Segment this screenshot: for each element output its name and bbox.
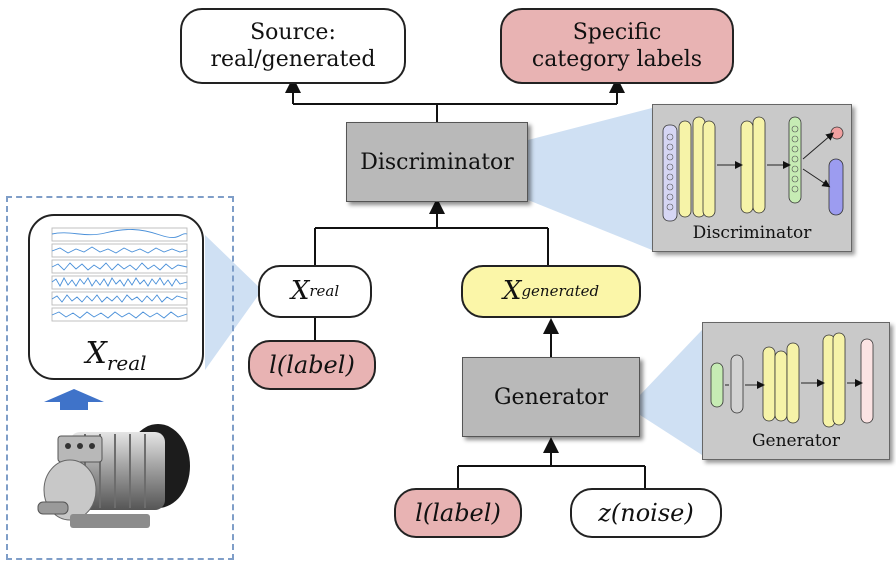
real-data-frame xyxy=(6,196,234,560)
discriminator-callout xyxy=(528,108,652,250)
generator-network-diagram xyxy=(710,332,874,428)
discriminator-network-diagram xyxy=(662,116,844,222)
generator-panel-caption: Generator xyxy=(751,431,841,451)
category-labels-output-node: Specific category labels xyxy=(500,8,734,84)
category-labels-line1: Specific xyxy=(572,19,662,45)
discriminator-node: Discriminator xyxy=(346,122,528,202)
discriminator-panel-caption: Discriminator xyxy=(692,223,812,243)
time-series-card: Xreal xyxy=(28,214,204,380)
source-output-node: Source: real/generated xyxy=(180,8,406,84)
motor-image xyxy=(37,424,190,528)
discriminator-network-panel: Discriminator xyxy=(652,104,852,252)
generator-callout xyxy=(640,330,702,455)
noise-input-node: z(noise) xyxy=(570,488,722,538)
category-labels-line2: category labels xyxy=(531,47,703,72)
generator-node: Generator xyxy=(462,357,640,437)
generator-label-input-node: l(label) xyxy=(394,488,522,538)
card-x-real-label: Xreal xyxy=(85,336,147,375)
generator-network-panel: Generator xyxy=(702,322,890,460)
time-series-plot xyxy=(51,227,188,322)
upload-arrow-icon xyxy=(44,389,104,410)
real-label-node: l(label) xyxy=(248,340,376,390)
